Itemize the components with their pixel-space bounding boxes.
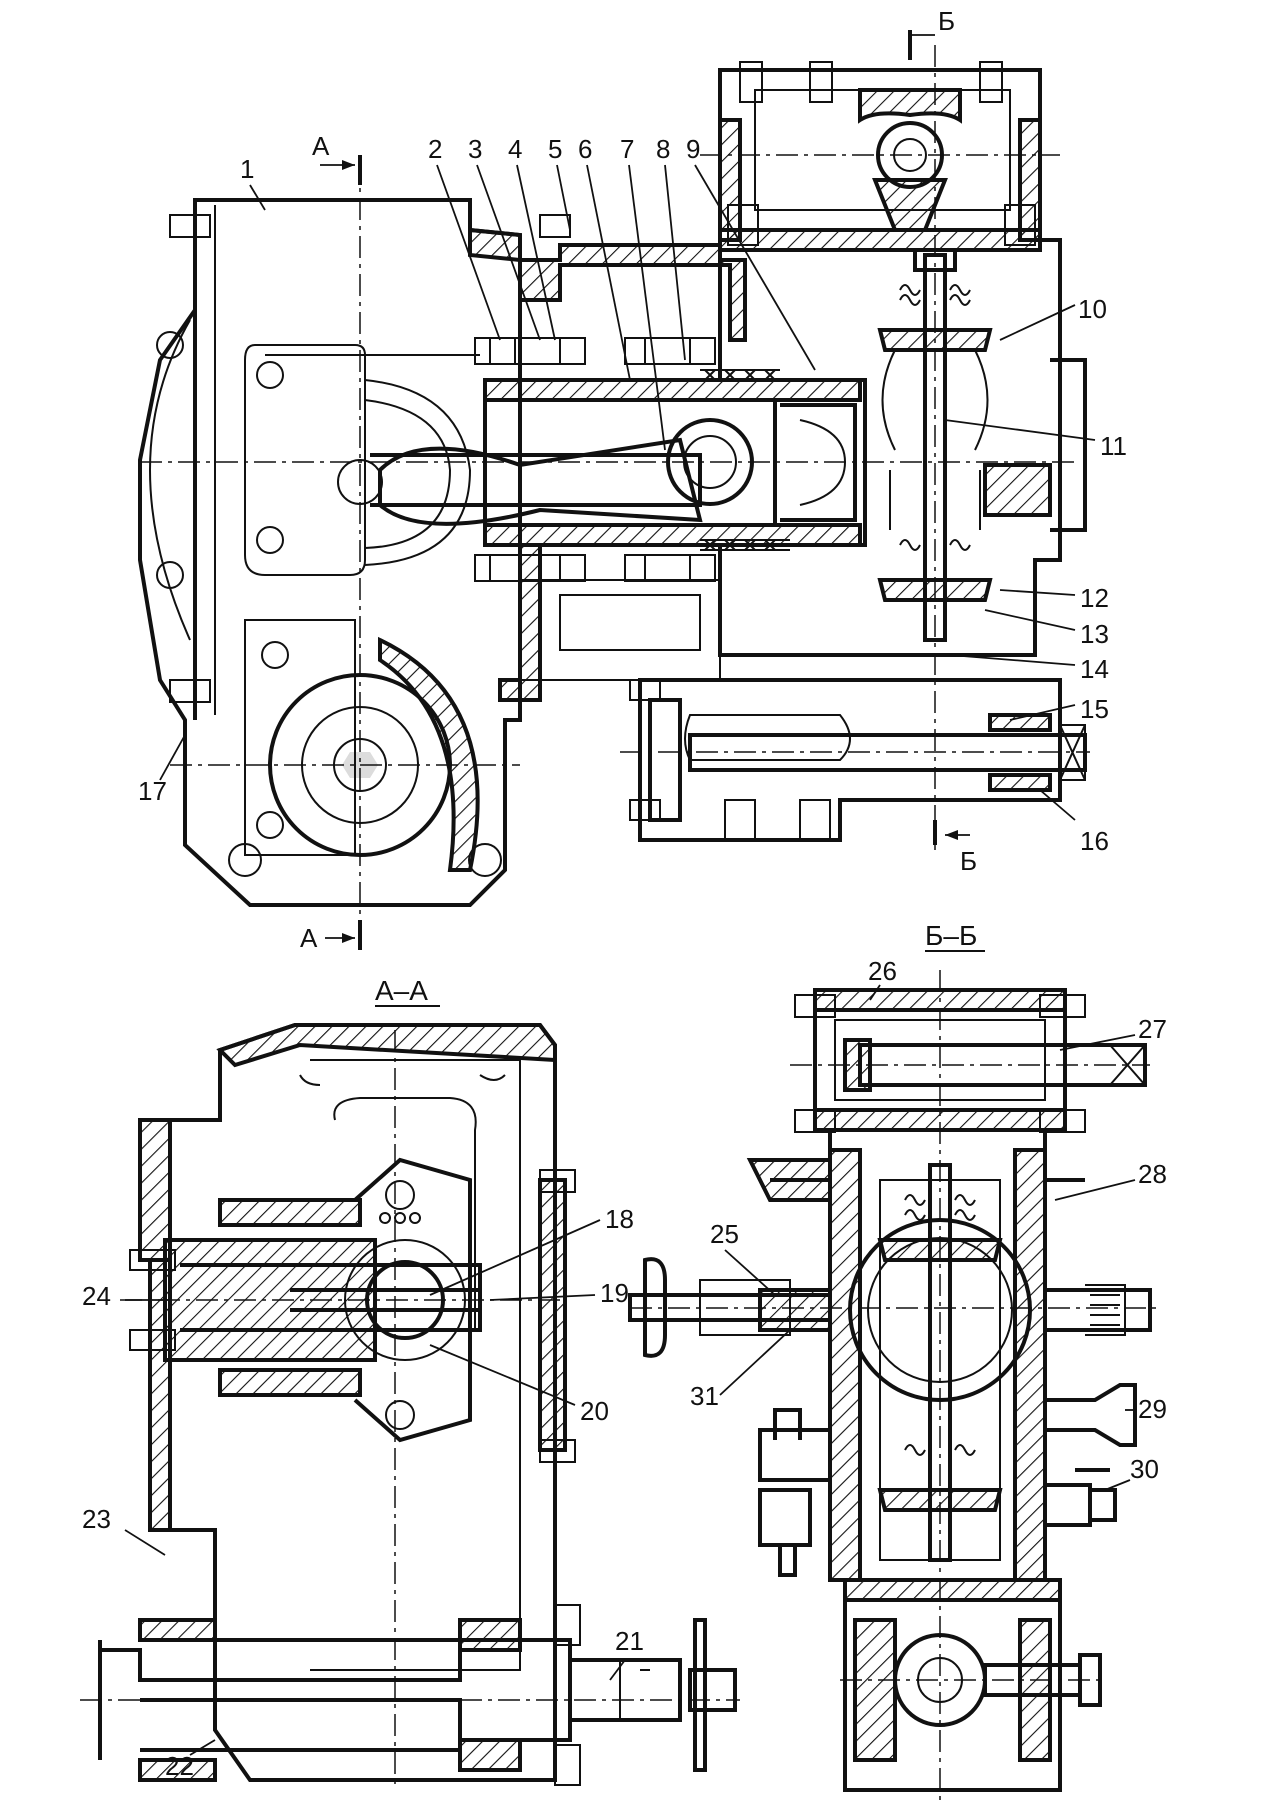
leader-lines [124,164,1136,1756]
callout-25: 25 [710,1219,739,1249]
callout-24: 24 [82,1281,111,1311]
callout-22: 22 [165,1751,194,1781]
callout-15: 15 [1080,694,1109,724]
main-view [138,45,1090,935]
callout-18: 18 [605,1204,634,1234]
callout-2: 2 [428,134,442,164]
callout-23: 23 [82,1504,111,1534]
callout-28: 28 [1138,1159,1167,1189]
callout-16: 16 [1080,826,1109,856]
section-b-top-label: Б [938,6,955,36]
callout-27: 27 [1138,1014,1167,1044]
section-bb-view [628,970,1160,1800]
view-bb-title: Б–Б [925,920,977,951]
callout-11: 11 [1100,431,1127,461]
callout-6: 6 [578,134,592,164]
callout-29: 29 [1138,1394,1167,1424]
view-aa-title: А–А [375,975,428,1006]
callout-7: 7 [620,134,634,164]
section-aa-view [80,1023,740,1790]
callout-9: 9 [686,134,700,164]
callout-10: 10 [1078,294,1107,324]
callout-30: 30 [1130,1454,1159,1484]
section-a-bottom-label: А [300,923,318,953]
callout-17: 17 [138,776,167,806]
callout-1: 1 [240,154,254,184]
callout-4: 4 [508,134,522,164]
section-a-top-label: А [312,131,330,161]
section-markers: А А Б Б А–А Б–Б [300,6,985,1007]
callout-31: 31 [690,1381,719,1411]
callout-12: 12 [1080,583,1109,613]
callout-13: 13 [1080,619,1109,649]
callout-14: 14 [1080,654,1109,684]
callout-5: 5 [548,134,562,164]
callout-8: 8 [656,134,670,164]
callout-21: 21 [615,1626,644,1656]
callout-numbers: 1 2 3 4 5 6 7 8 9 10 11 12 13 14 15 16 1… [82,134,1167,1781]
callout-20: 20 [580,1396,609,1426]
callout-26: 26 [868,956,897,986]
callout-3: 3 [468,134,482,164]
section-b-bottom-label: Б [960,846,977,876]
callout-19: 19 [600,1278,629,1308]
